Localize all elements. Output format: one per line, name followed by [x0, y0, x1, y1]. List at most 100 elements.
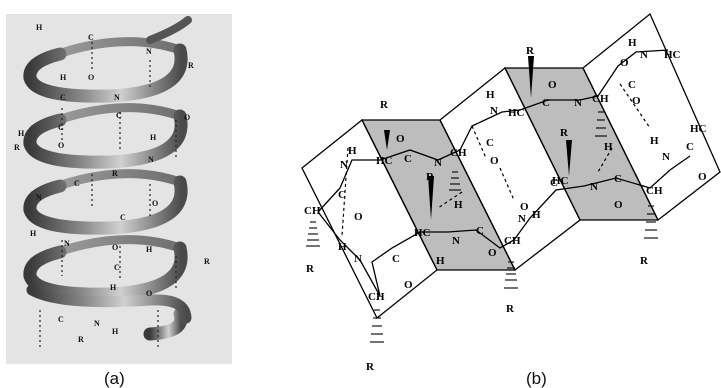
atom-label: R — [14, 143, 20, 152]
atom-label: N — [114, 93, 120, 102]
atom-label: R — [426, 171, 435, 183]
alpha-helix-panel: H C O N R H C N H R C O C H N O R C N O … — [6, 14, 232, 388]
atom-label: C — [120, 213, 126, 222]
helix-tail-ribbon — [26, 284, 192, 324]
atom-label: H — [628, 37, 637, 49]
atom-label: R — [506, 303, 515, 315]
atom-label: N — [490, 105, 498, 117]
atom-label: N — [340, 159, 348, 171]
atom-label: N — [146, 47, 152, 56]
atom-label: H — [486, 89, 495, 101]
sheet-backbone-bonds — [317, 49, 691, 297]
panel-b-caption: (b) — [526, 369, 547, 388]
atom-label: N — [354, 253, 362, 265]
atom-label: HC — [552, 175, 569, 187]
atom-label: O — [620, 57, 629, 69]
atom-label: C — [116, 111, 122, 120]
sheet-hatched-bonds — [306, 111, 658, 343]
atom-label: H — [650, 135, 659, 147]
atom-label: HC — [376, 155, 393, 167]
atom-label: N — [434, 157, 442, 169]
atom-label: C — [542, 97, 550, 109]
atom-label: O — [548, 79, 557, 91]
atom-label: H — [60, 73, 67, 82]
atom-label: R — [526, 45, 535, 57]
atom-label: C — [686, 141, 694, 153]
atom-label: R — [112, 169, 118, 178]
sheet-hydrogen-bonds — [341, 83, 651, 237]
atom-label: O — [396, 133, 405, 145]
atom-label: HC — [508, 107, 525, 119]
atom-label: R — [78, 335, 84, 344]
atom-label: R — [640, 255, 649, 267]
atom-label: C — [404, 153, 412, 165]
atom-label: C — [628, 79, 636, 91]
sheet-atom-labels: R O H N HC C N CH C O CH R H N C O CH R … — [304, 37, 707, 373]
atom-label: R — [560, 127, 569, 139]
atom-label: H — [146, 245, 153, 254]
atom-label: R — [306, 263, 315, 275]
atom-label: H — [150, 133, 157, 142]
sheet-white-planes — [301, 12, 721, 320]
atom-label: CH — [304, 205, 321, 217]
atom-label: N — [36, 193, 42, 202]
atom-label: N — [662, 151, 670, 163]
atom-label: H — [532, 209, 541, 221]
atom-label: O — [614, 199, 623, 211]
atom-label: H — [36, 23, 43, 32]
atom-label: N — [590, 181, 598, 193]
atom-label: HC — [414, 227, 431, 239]
atom-label: O — [88, 73, 94, 82]
atom-label: C — [338, 189, 346, 201]
atom-label: N — [518, 213, 526, 225]
atom-label: H — [454, 199, 463, 211]
atom-label: N — [574, 97, 582, 109]
atom-label: O — [404, 279, 413, 291]
sheet-wedge-bonds — [384, 56, 572, 220]
atom-label: H — [30, 229, 37, 238]
atom-label: O — [520, 201, 529, 213]
atom-label: C — [60, 93, 66, 102]
atom-label: H — [338, 241, 347, 253]
atom-label: H — [436, 255, 445, 267]
atom-label: O — [632, 95, 641, 107]
atom-label: C — [486, 137, 494, 149]
atom-label: C — [88, 33, 94, 42]
atom-label: C — [614, 173, 622, 185]
atom-label: O — [112, 243, 118, 252]
helix-hydrogen-bonds — [39, 42, 177, 350]
atom-label: N — [640, 49, 648, 61]
atom-label: N — [452, 235, 460, 247]
atom-label: HC — [690, 123, 707, 135]
atom-label: R — [188, 61, 194, 70]
atom-label: O — [184, 113, 190, 122]
atom-label: CH — [592, 93, 609, 105]
panel-a-caption: (a) — [104, 369, 125, 388]
atom-label: C — [58, 123, 64, 132]
atom-label: C — [392, 253, 400, 265]
atom-label: H — [604, 141, 613, 153]
atom-label: C — [58, 315, 64, 324]
atom-label: CH — [368, 291, 385, 303]
atom-label: H — [112, 327, 119, 336]
atom-label: O — [490, 155, 499, 167]
atom-label: C — [476, 225, 484, 237]
atom-label: N — [94, 319, 100, 328]
beta-sheet-panel: R O H N HC C N CH C O CH R H N C O CH R … — [301, 12, 721, 388]
atom-label: C — [74, 179, 80, 188]
atom-label: H — [348, 145, 357, 157]
helix-end-ribbon — [146, 16, 192, 44]
helix-atom-labels: H C O N R H C N H R C O C H N O R C N O … — [14, 23, 210, 344]
atom-label: N — [148, 155, 154, 164]
atom-label: H — [18, 129, 25, 138]
atom-label: O — [152, 199, 158, 208]
atom-label: CH — [646, 185, 663, 197]
atom-label: CH — [504, 235, 521, 247]
atom-label: O — [698, 171, 707, 183]
atom-label: H — [110, 283, 117, 292]
atom-label: CH — [450, 147, 467, 159]
atom-label: R — [204, 257, 210, 266]
atom-label: N — [64, 239, 70, 248]
atom-label: O — [58, 141, 64, 150]
